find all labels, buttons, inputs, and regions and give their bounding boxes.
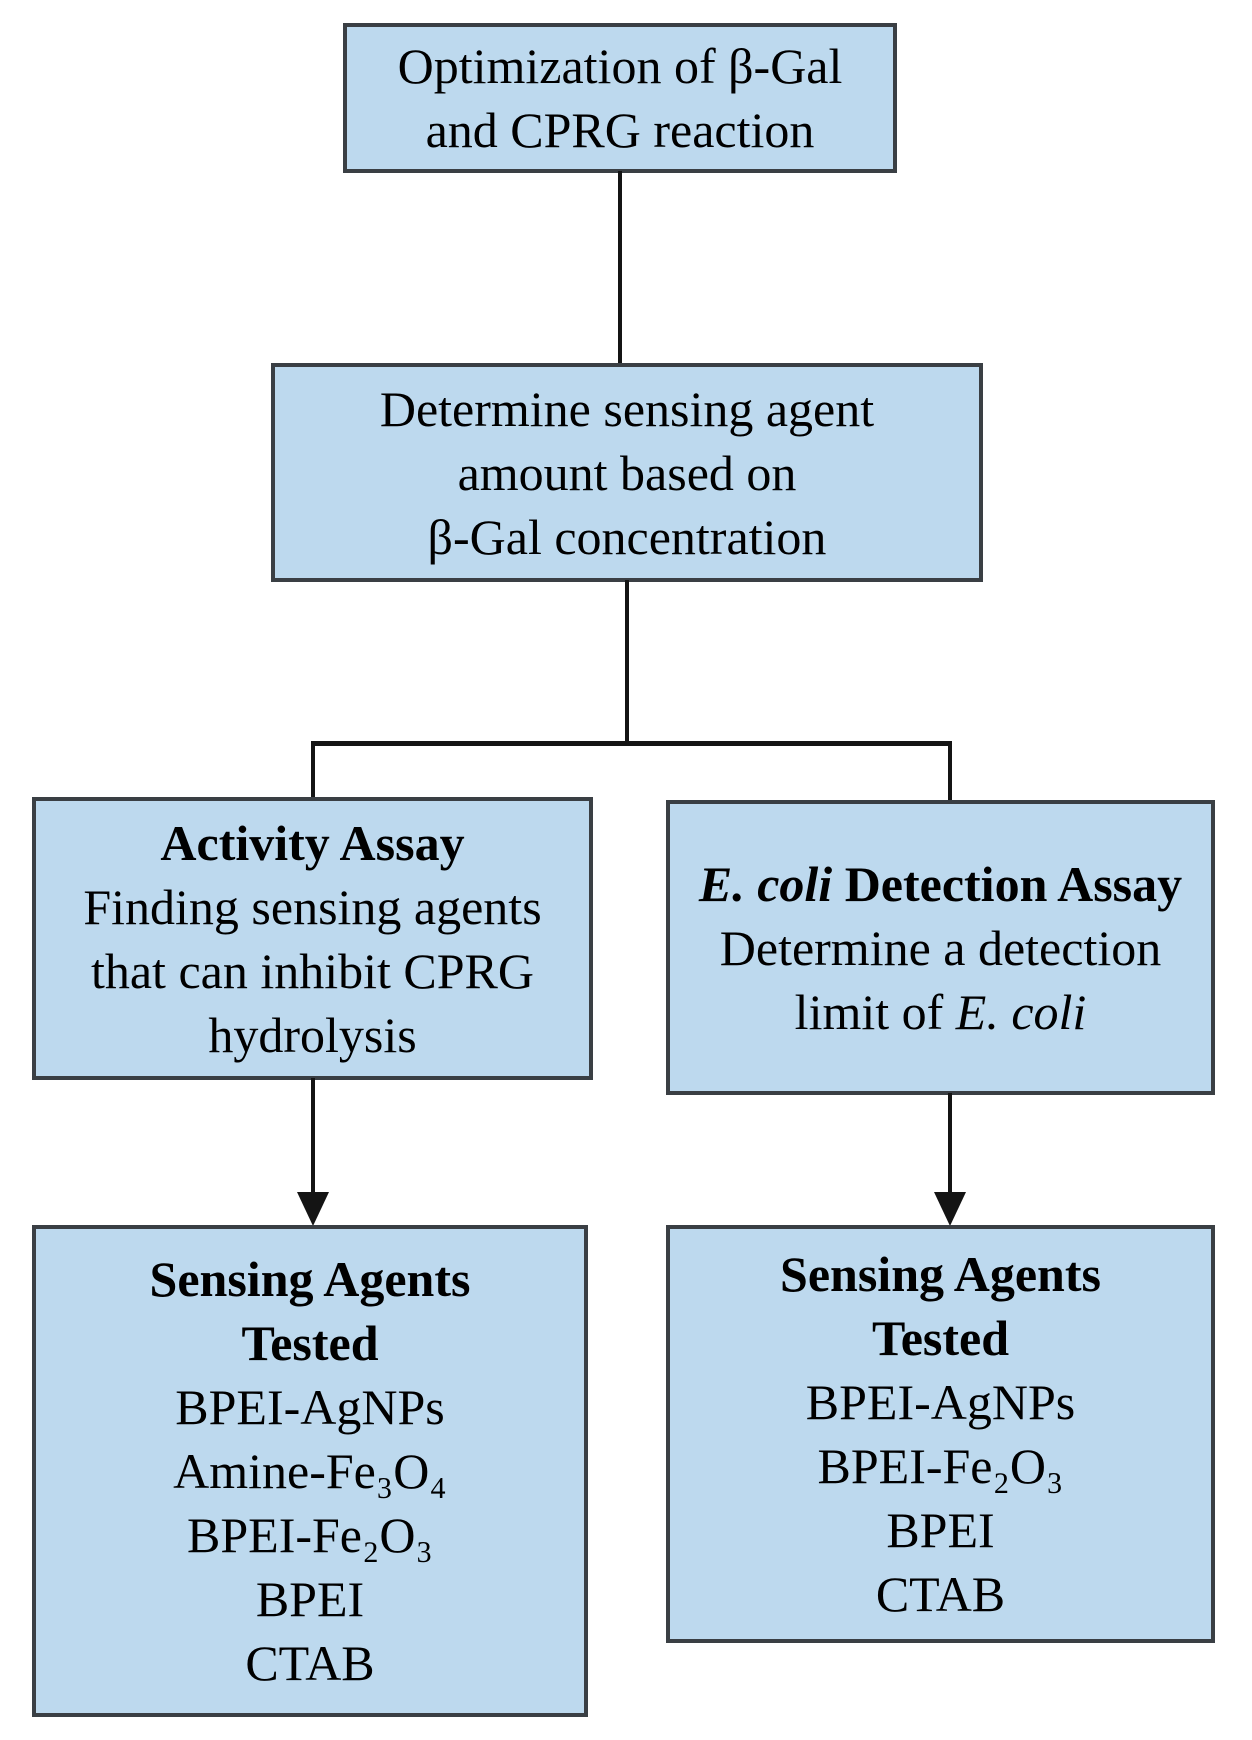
node-desc-italic: E. coli — [955, 983, 1087, 1040]
node-optimization: Optimization of β-Gal and CPRG reaction — [343, 23, 897, 173]
node-sensing-agents-right: Sensing Agents Tested BPEI-AgNPs BPEI-Fe… — [666, 1225, 1215, 1643]
connector-determine-stem — [625, 580, 629, 745]
node-text-line: amount based on — [457, 444, 797, 501]
agent-list-item: BPEI — [255, 1571, 365, 1627]
node-title-italic: E. coli — [698, 855, 833, 912]
agent-list-item: BPEI-AgNPs — [805, 1374, 1076, 1430]
node-text-line: and CPRG reaction — [425, 102, 815, 158]
node-title-line: Sensing Agents — [149, 1251, 471, 1307]
node-sensing-agents-left: Sensing Agents Tested BPEI-AgNPs Amine-F… — [32, 1225, 588, 1717]
node-activity-assay: Activity Assay Finding sensing agents th… — [32, 797, 593, 1080]
agent-list-item: BPEI-Fe₂O₃ — [817, 1438, 1064, 1494]
node-text-line: Optimization of β-Gal — [397, 38, 843, 94]
node-text-line: Finding sensing agents — [83, 878, 542, 935]
arrow-down-right-icon — [934, 1192, 966, 1226]
node-description: Determine a detection limit of E. coli — [682, 916, 1199, 1044]
connector-ecoli-to-agents — [948, 1093, 952, 1196]
agent-list-item: CTAB — [875, 1566, 1006, 1622]
node-determine-amount: Determine sensing agent amount based on … — [271, 363, 983, 582]
agent-list-item: BPEI — [886, 1502, 995, 1558]
connector-activity-to-agents — [311, 1078, 315, 1196]
node-text-line: Determine sensing agent — [379, 380, 875, 437]
node-title: Activity Assay — [160, 814, 465, 871]
agent-list-item: Amine-Fe₃O₄ — [173, 1443, 447, 1499]
node-title: E. coli Detection Assay — [682, 852, 1199, 916]
agent-list-item: BPEI-Fe₂O₃ — [187, 1507, 433, 1563]
node-title-rest: Detection Assay — [832, 855, 1183, 912]
node-title-line: Tested — [871, 1310, 1010, 1366]
node-ecoli-detection-assay: E. coli Detection Assay Determine a dete… — [666, 800, 1215, 1095]
connector-optimization-to-determine — [618, 171, 622, 365]
connector-branch-right-drop — [948, 741, 952, 802]
node-text-line: β-Gal concentration — [427, 508, 827, 565]
node-title-line: Sensing Agents — [780, 1246, 1101, 1302]
connector-branch-left-drop — [311, 741, 315, 799]
agent-list-item: CTAB — [245, 1635, 375, 1691]
agent-list-item: BPEI-AgNPs — [175, 1379, 445, 1435]
node-title-line: Tested — [241, 1315, 379, 1371]
connector-branch-bar — [311, 741, 952, 746]
node-text-line: that can inhibit CPRG — [90, 942, 535, 999]
node-desc-text: Determine a detection limit of — [719, 919, 1162, 1040]
node-text-line: hydrolysis — [208, 1006, 417, 1063]
arrow-down-left-icon — [297, 1192, 329, 1226]
